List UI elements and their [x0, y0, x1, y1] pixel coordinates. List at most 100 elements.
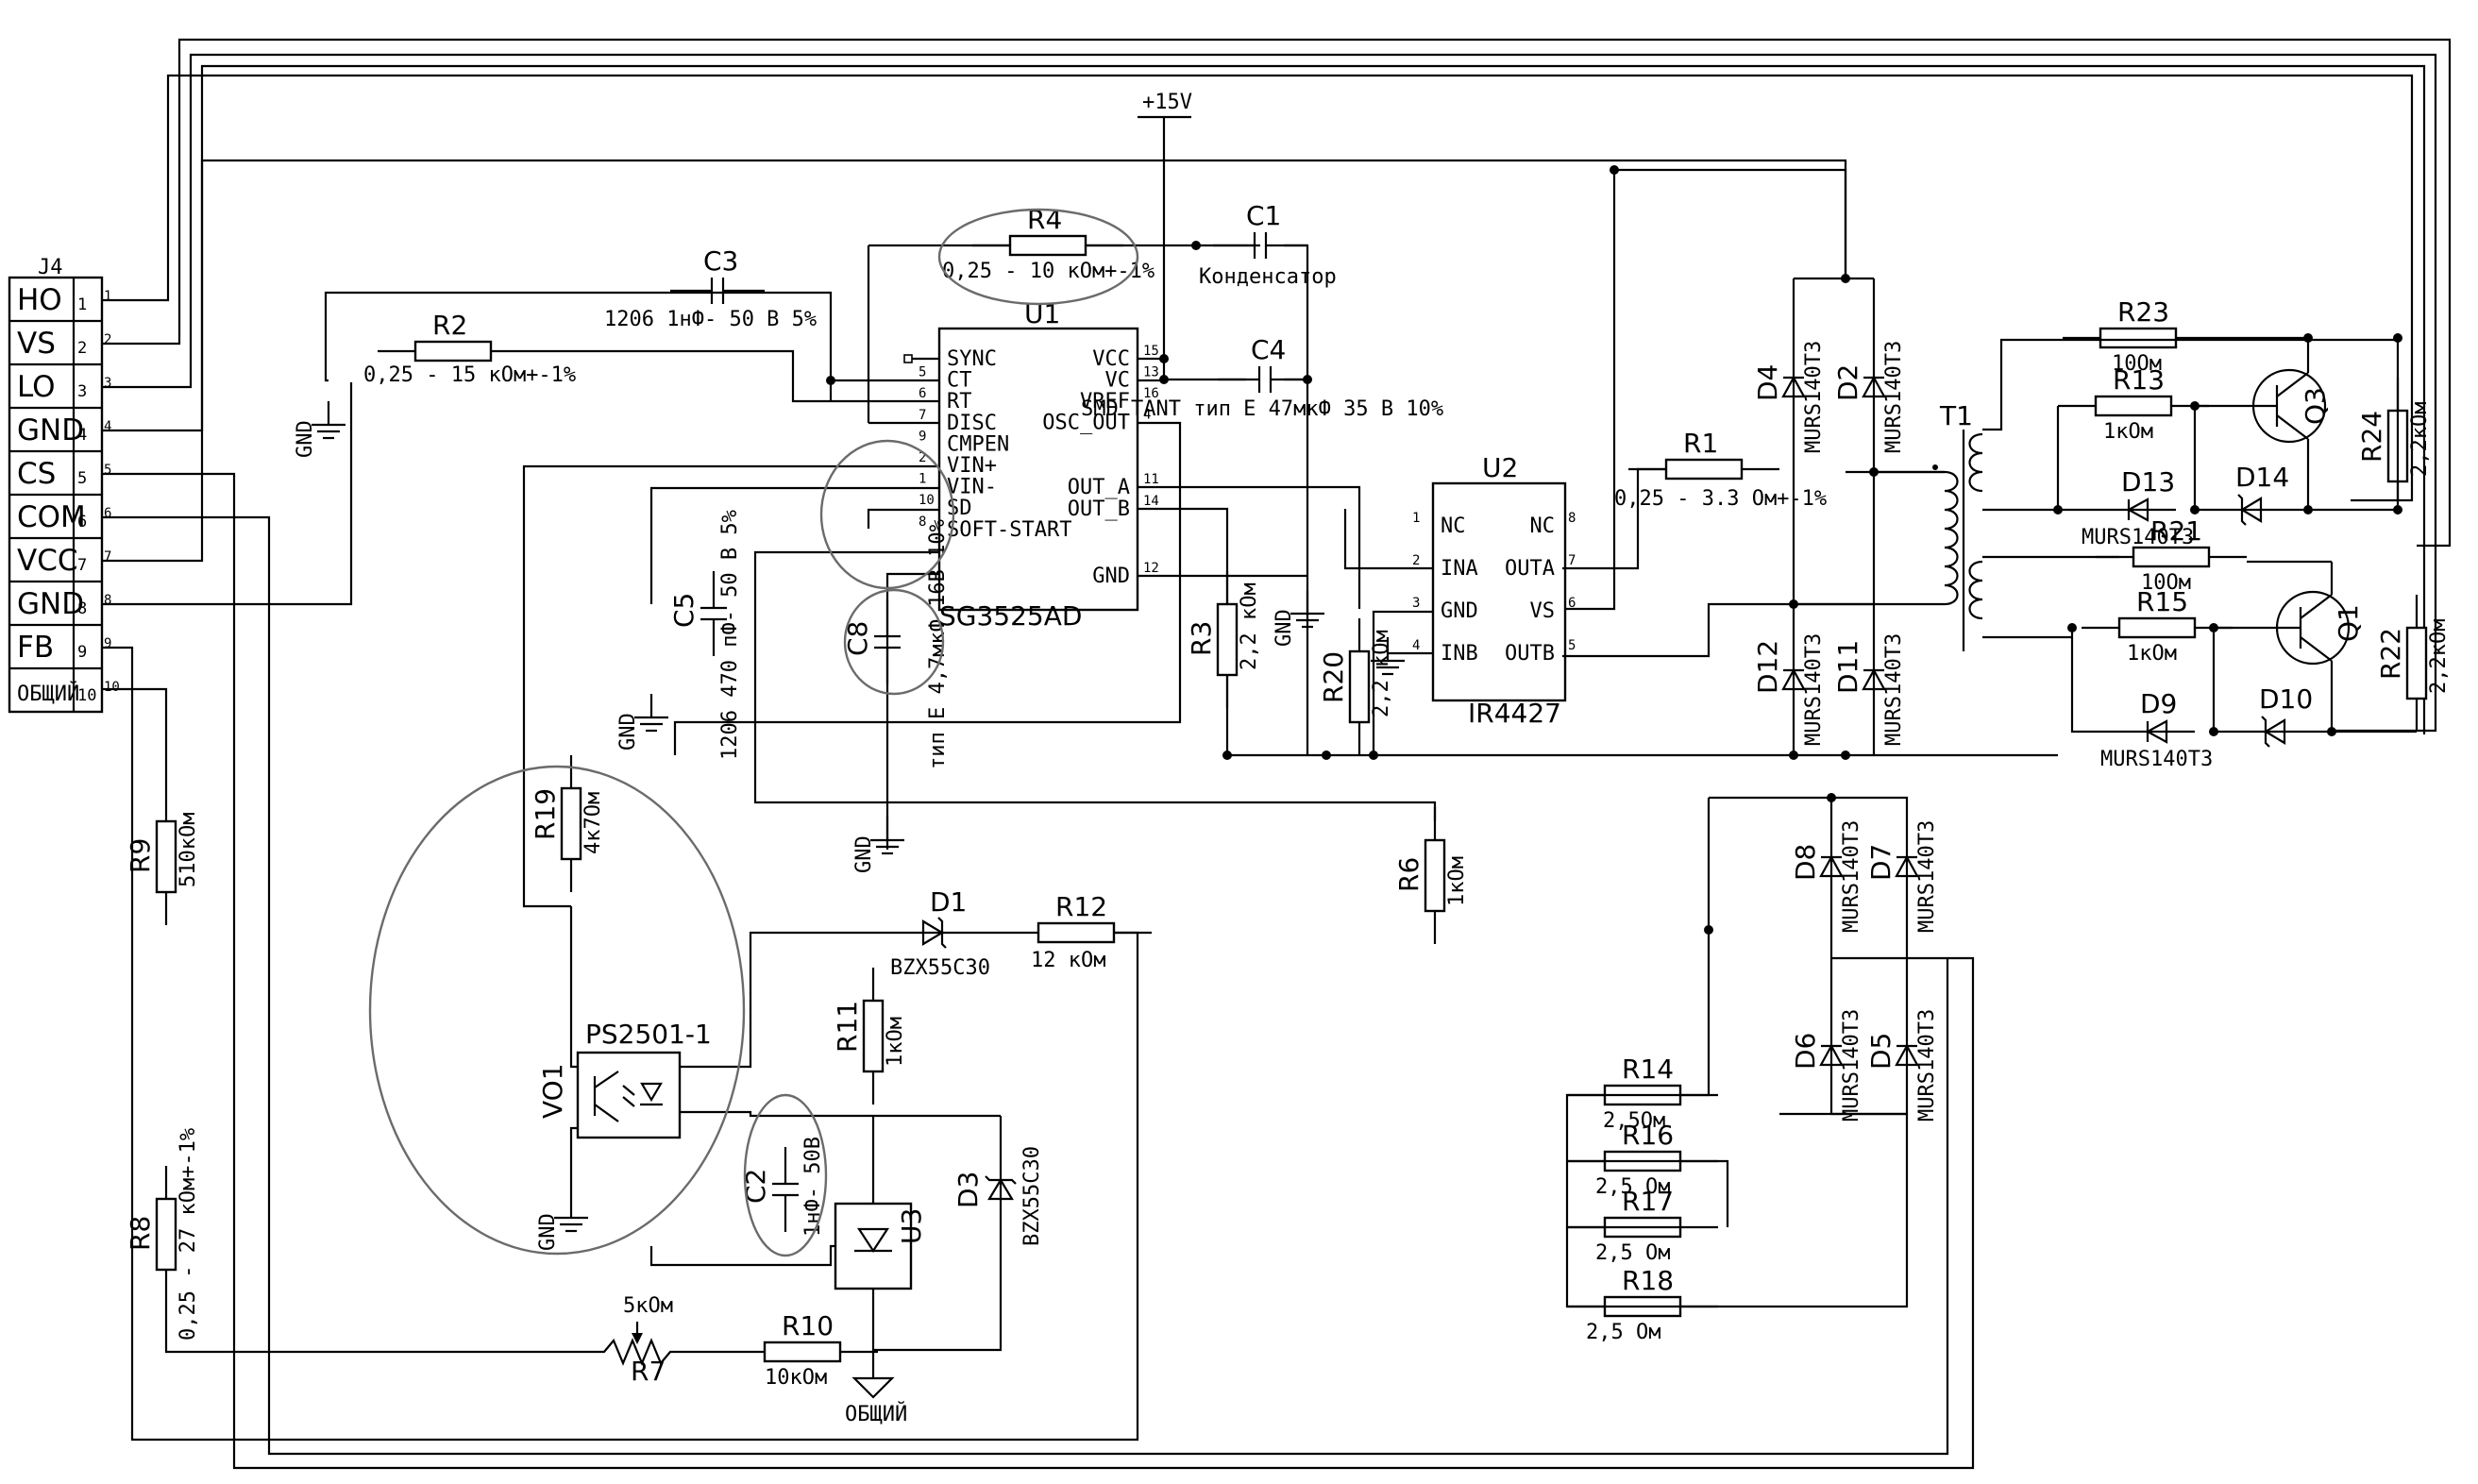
ground-symbol: GND — [1273, 590, 1324, 647]
zener-d14: D14 — [2195, 462, 2308, 526]
diode-ref: D14 — [2235, 462, 2289, 493]
supply-15v: +15V — [1138, 91, 1192, 384]
ic-pin-name: SD — [947, 497, 972, 520]
ic-pin-number: 7 — [919, 408, 926, 423]
connector-wire-number: 3 — [104, 376, 111, 391]
resistor: R40,25 - 10 кОм+-1% — [942, 204, 1155, 283]
ic-pin-number: 11 — [1143, 472, 1159, 487]
resistor: R20,25 - 15 кОм+-1% — [363, 310, 576, 387]
u2-part: IR4427 — [1468, 698, 1561, 729]
connector-pin-label: GND — [17, 413, 84, 447]
connector-wire-number: 8 — [104, 593, 111, 608]
resistor-value: 10Ом — [2141, 571, 2191, 595]
resistor-value: 2,5 Ом — [1595, 1241, 1670, 1265]
capacitor-ref: C4 — [1251, 334, 1286, 365]
highlight-marks — [368, 208, 1139, 1257]
diode-ref: D6 — [1790, 1033, 1821, 1070]
diode-value: BZX55C30 — [1020, 1146, 1044, 1246]
ic-pin-name: VIN+ — [947, 454, 997, 478]
ground-label: GND — [616, 713, 640, 750]
resistor-ref: R17 — [1622, 1186, 1674, 1217]
resistor: R10,25 - 3.3 Ом+-1% — [1614, 428, 1827, 511]
connector-pin-label: CS — [17, 457, 56, 491]
zener-d10: D10 — [2214, 683, 2332, 748]
ic-pin-name: VREF — [1080, 390, 1130, 413]
ic-pin-number: 14 — [1143, 494, 1159, 509]
diode-ref: D2 — [1832, 364, 1863, 401]
diode-value: MURS140T3 — [1840, 1009, 1863, 1121]
u2-wiring — [1222, 467, 2058, 760]
diode-ref: D5 — [1865, 1033, 1896, 1070]
ic-pin-name: NC — [1530, 514, 1556, 538]
resistor-ref: R23 — [2117, 296, 2169, 328]
ic-pin-number: 16 — [1143, 386, 1159, 401]
resistor-ref: R20 — [1318, 651, 1349, 703]
bridge-wiring — [1565, 274, 1945, 1308]
ic-pin: SYNC — [947, 347, 997, 371]
ic-pin-number: 6 — [1568, 596, 1576, 611]
ic-pin-number: 8 — [919, 514, 926, 530]
ic-pin: VREF 16 — [1080, 386, 1159, 413]
q3-ref: Q3 — [2300, 387, 2331, 425]
capacitor-value: 1206 1нФ- 50 В 5% — [604, 308, 817, 331]
ic-pin-number: 1 — [1412, 511, 1420, 526]
ic-pin-number: 5 — [1568, 638, 1576, 653]
connector-pin-label: ОБЩИЙ — [17, 682, 79, 706]
connector-pin-label: VCC — [17, 544, 78, 578]
resistor-value: 510кОм — [177, 813, 200, 887]
resistor-ref: R15 — [2136, 586, 2188, 617]
ic-pin-number: 4 — [1143, 408, 1151, 423]
ic-pin-number: 13 — [1143, 365, 1159, 380]
resistor-ref: R22 — [2375, 628, 2406, 680]
resistor-ref: R14 — [1622, 1054, 1674, 1085]
resistor-value: 2,5 Ом — [1586, 1321, 1660, 1344]
optocoupler-vo1: U3 PS2501-1 VO1 — [537, 906, 1001, 1194]
ic-pin-number: 15 — [1143, 344, 1159, 359]
resistor: R17 2,5 Ом — [1567, 1186, 1718, 1265]
connector-pin-number: 1 — [77, 295, 87, 314]
ic-pin-name: VIN- — [947, 476, 997, 499]
resistor-value: 0,25 - 3.3 Ом+-1% — [1614, 487, 1827, 511]
u3-ref: U3 — [896, 1208, 927, 1244]
driver-wiring — [2053, 333, 2417, 736]
connector-wire-number: 9 — [104, 636, 111, 651]
diode-ref: D7 — [1865, 844, 1896, 881]
diode-ref: D12 — [1752, 640, 1783, 694]
u1-body — [937, 327, 1139, 612]
ground-label: GND — [1273, 609, 1296, 647]
diode-ref: D3 — [952, 1172, 984, 1208]
resistor-value: 0,25 - 15 кОм+-1% — [363, 363, 576, 387]
ic-pin: RT6 — [919, 386, 972, 413]
connector-pin-number: 6 — [77, 513, 87, 531]
connector-pin-number: 7 — [77, 556, 87, 575]
resistor-value: 2,5 Ом — [1595, 1175, 1670, 1199]
resistor-ref: R13 — [2113, 364, 2165, 396]
connector-wire-number: 2 — [104, 332, 111, 347]
resistor-value: 10кОм — [765, 1366, 827, 1390]
potentiometer-ref: R7 — [631, 1356, 666, 1387]
connector-wire-number: 10 — [104, 680, 120, 695]
resistor-ref: R19 — [530, 788, 561, 840]
transistor-q1: Q1 — [2214, 562, 2364, 732]
